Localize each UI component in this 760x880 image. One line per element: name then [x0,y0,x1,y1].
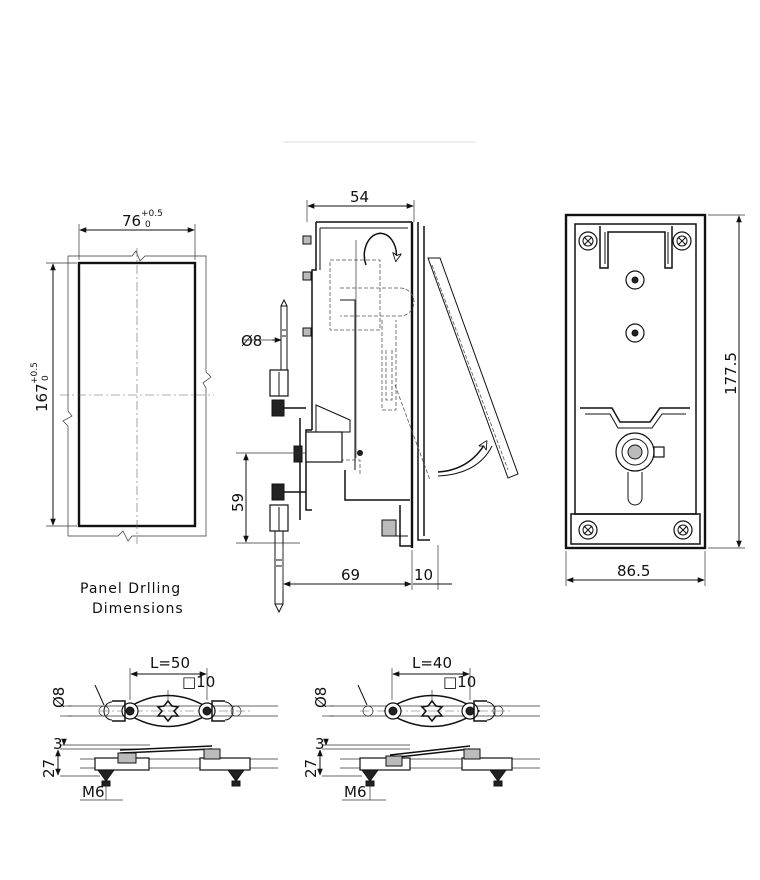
cam-left-plate: 3 [53,735,63,753]
lock-cylinder-icon [615,432,665,472]
side-top-width-dim: 54 [350,188,369,206]
cam-left-thread: M6 [82,783,105,801]
side-view: 54 [229,188,519,614]
cam-right-height: 27 [302,759,320,778]
cam-left-length: L=50 [150,654,190,672]
front-view: 177.5 86.5 [564,213,745,586]
cam-detail-left: L=50 □10 Ø8 [40,654,278,801]
side-depth-dim: 69 [341,566,360,584]
hole-upper-icon [625,270,645,290]
hole-lower-icon [625,323,645,343]
panel-height-tol-upper: +0.5 [30,362,40,384]
screw-top-right-icon [672,231,692,251]
cam-right-length: L=40 [412,654,452,672]
cam-right-square: □10 [443,673,476,691]
cam-detail-right: L=40 □10 Ø8 3 [302,654,540,801]
panel-width-dim: 76 [122,212,141,230]
screw-top-left-icon [578,231,598,251]
panel-height-tol-lower: 0 [41,375,51,381]
cam-left-height: 27 [40,759,58,778]
cam-left-rod-diameter: Ø8 [50,687,68,708]
panel-drilling-view: 76 +0.5 0 167 +0.5 0 Panel Drlling Dimen… [30,209,214,617]
side-flange-dim: 10 [414,566,433,584]
panel-caption-line1: Panel Drlling [80,581,181,597]
front-outline [564,213,707,550]
cam-right-plate: 3 [315,735,325,753]
cam-left-square: □10 [182,673,215,691]
cam-right-rod-diameter: Ø8 [312,687,330,708]
cam-right-thread: M6 [344,783,367,801]
panel-height-dim: 167 [33,383,51,412]
front-height-dim: 177.5 [722,352,740,395]
side-lower-height-dim: 59 [229,493,247,512]
screw-bottom-left-icon [578,520,598,540]
screw-bottom-right-icon [673,520,693,540]
panel-width-tol-upper: +0.5 [141,209,163,219]
panel-width-tol-lower: 0 [145,220,151,230]
panel-caption-line2: Dimensions [92,601,184,617]
front-width-dim: 86.5 [617,562,650,580]
side-rod-diameter: Ø8 [241,332,262,350]
